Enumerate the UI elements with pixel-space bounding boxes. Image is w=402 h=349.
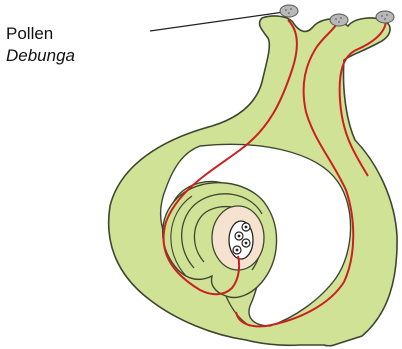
- polar-nucleus-dot: [245, 226, 248, 229]
- pollen-grain-icon: [376, 11, 394, 23]
- egg-cell-dot: [238, 235, 241, 238]
- synergid-cell-dot: [245, 242, 248, 245]
- synergid-cell-2-dot: [236, 249, 239, 252]
- pollen-grain-icon: [330, 14, 348, 26]
- pollen-grain-icon: [280, 5, 298, 17]
